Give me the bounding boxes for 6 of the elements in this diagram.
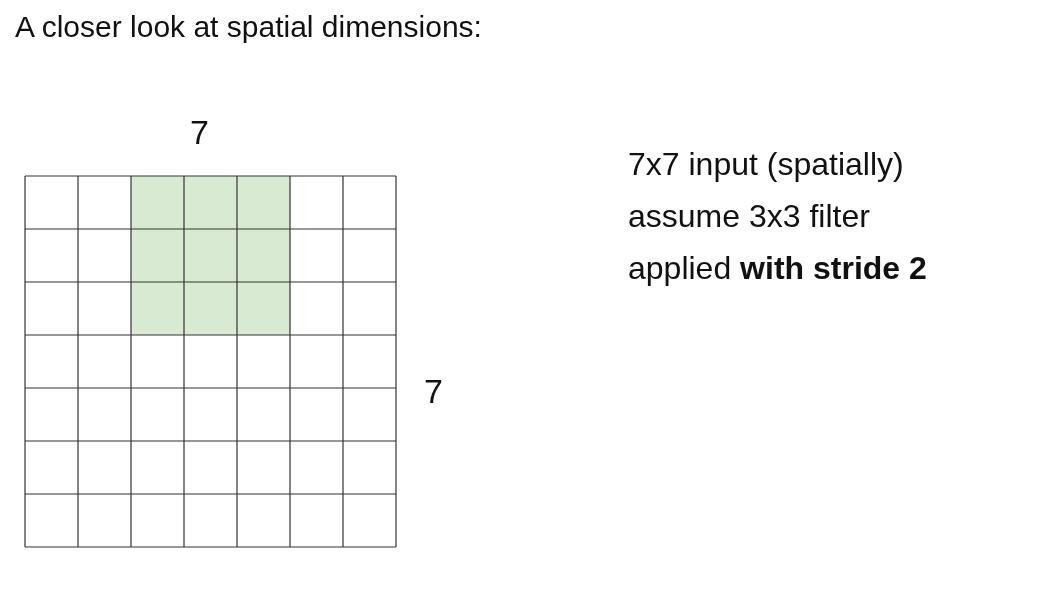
description-line: 7x7 input (spatially): [628, 146, 904, 183]
description-line: assume 3x3 filter: [628, 198, 870, 235]
dimension-label: 7: [424, 372, 443, 411]
slide-title: A closer look at spatial dimensions:: [15, 10, 482, 44]
dimension-label: 7: [190, 113, 209, 152]
description-line: applied with stride 2: [628, 250, 927, 287]
